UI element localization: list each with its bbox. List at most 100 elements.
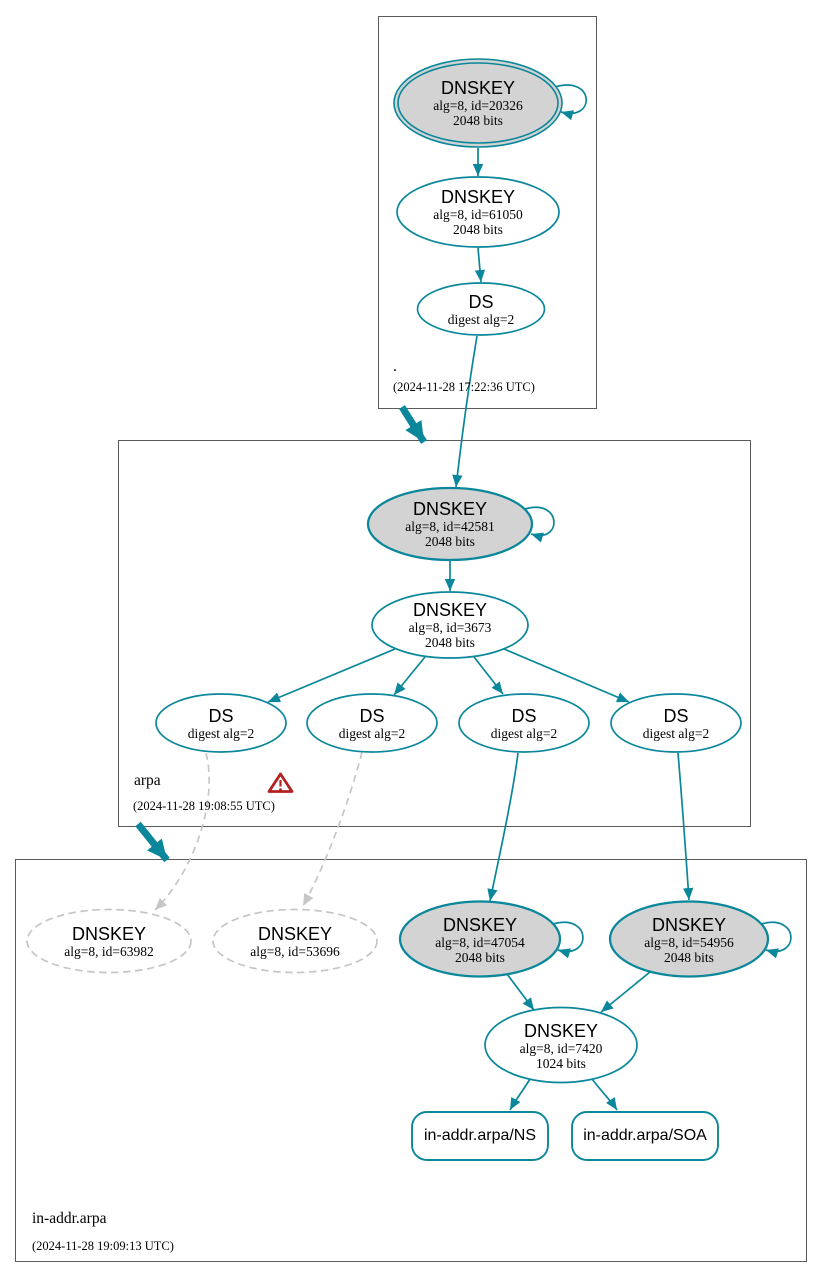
- node-meta: alg=8, id=3673: [408, 620, 492, 635]
- dnskey-7420-label: DNSKEY alg=8, id=7420 1024 bits: [485, 1008, 637, 1083]
- edge-arpa-zsk-ds4: [503, 648, 630, 703]
- root-ds-ellipse: [416, 282, 546, 336]
- edge-root-ksk-selfloop: [554, 84, 587, 121]
- dnskey-61050-label: DNSKEY alg=8, id=61050 2048 bits: [397, 177, 559, 247]
- edge-ds4-dnskey54956: [677, 752, 694, 901]
- node-title: DNSKEY: [651, 914, 727, 935]
- edge-54956-7420: [600, 971, 651, 1013]
- node-bits: 2048 bits: [453, 113, 503, 128]
- node-meta: digest alg=2: [642, 725, 710, 741]
- edge-arpa-ksk-selfloop: [524, 506, 555, 543]
- edge-54956-selfloop: [760, 921, 792, 959]
- arpa-ds2-ellipse: [306, 693, 438, 753]
- node-meta: alg=8, id=63982: [64, 944, 154, 959]
- edge-7420-ns: [509, 1078, 531, 1111]
- edge-zone-arpa-inaddr: [135, 821, 170, 863]
- root-ds-label: DS digest alg=2: [417, 283, 545, 335]
- edge-ds3-dnskey47054: [487, 752, 519, 902]
- node-meta: alg=8, id=61050: [433, 207, 523, 222]
- dnskey-63982-label: DNSKEY alg=8, id=63982: [27, 910, 191, 973]
- node-title: DS: [468, 291, 494, 312]
- edge-root-ds-arpa-ksk: [452, 335, 478, 488]
- arpa-ds3-label: DS digest alg=2: [459, 694, 589, 752]
- node-title: DNSKEY: [412, 600, 488, 620]
- dnskey-53696-ellipse: [212, 908, 378, 974]
- edge-ds1-dnskey63982: [154, 752, 210, 911]
- arpa-ds1-label: DS digest alg=2: [156, 694, 286, 752]
- dnskey-20326-ellipse: [393, 58, 563, 148]
- node-title: DS: [359, 705, 385, 726]
- edge-47054-selfloop: [552, 921, 584, 959]
- edge-47054-7420: [506, 973, 535, 1011]
- arpa-ds3-ellipse: [458, 693, 590, 753]
- node-title: DNSKEY: [442, 914, 518, 935]
- inaddr-soa-label: in-addr.arpa/SOA: [572, 1112, 718, 1160]
- node-meta: alg=8, id=53696: [250, 944, 340, 959]
- zone-box-in-addr-arpa: [15, 859, 807, 1262]
- dnskey-53696-label: DNSKEY alg=8, id=53696: [213, 910, 377, 973]
- zone-name-root: .: [393, 358, 397, 375]
- node-title: DNSKEY: [257, 924, 333, 944]
- rrset-label: in-addr.arpa/NS: [423, 1127, 537, 1144]
- edge-arpa-zsk-ds3: [473, 656, 504, 695]
- arpa-ds2-label: DS digest alg=2: [307, 694, 437, 752]
- zone-box-arpa: [118, 440, 751, 827]
- rrset-label: in-addr.arpa/SOA: [583, 1127, 707, 1144]
- node-meta: alg=8, id=47054: [435, 934, 525, 950]
- zone-timestamp-arpa: (2024-11-28 19:08:55 UTC): [133, 799, 275, 813]
- inaddr-ns-rect: [411, 1111, 549, 1161]
- zone-name-in-addr-arpa: in-addr.arpa: [32, 1210, 107, 1227]
- dnskey-61050-ellipse: [396, 176, 560, 248]
- dnskey-42581-ellipse: [366, 486, 534, 562]
- node-bits: 2048 bits: [455, 949, 505, 965]
- node-bits: 2048 bits: [425, 534, 475, 549]
- warning-icon: [267, 772, 294, 793]
- node-title: DNSKEY: [523, 1020, 599, 1041]
- edge-root-zsk-ds: [474, 247, 486, 283]
- dnskey-3673-ellipse: [371, 591, 529, 659]
- node-meta: digest alg=2: [490, 725, 558, 741]
- zone-timestamp-in-addr-arpa: (2024-11-28 19:09:13 UTC): [32, 1239, 174, 1253]
- zone-box-root: [378, 16, 597, 409]
- node-title: DS: [208, 705, 234, 726]
- node-bits: 2048 bits: [664, 949, 714, 965]
- node-bits: 2048 bits: [425, 635, 475, 650]
- dnskey-54956-ellipse: [608, 900, 770, 978]
- node-title: DS: [663, 705, 689, 726]
- arpa-ds1-ellipse: [155, 693, 287, 753]
- dnskey-54956-label: DNSKEY alg=8, id=54956 2048 bits: [610, 902, 768, 977]
- node-title: DNSKEY: [440, 187, 516, 207]
- arpa-ds4-ellipse: [610, 693, 742, 753]
- dnskey-47054-ellipse: [398, 900, 562, 978]
- node-meta: alg=8, id=7420: [519, 1040, 603, 1056]
- node-title: DNSKEY: [440, 78, 516, 98]
- edge-arpa-zsk-ds1: [267, 648, 396, 703]
- dnskey-3673-label: DNSKEY alg=8, id=3673 2048 bits: [372, 592, 528, 658]
- dnskey-42581-label: DNSKEY alg=8, id=42581 2048 bits: [368, 488, 532, 560]
- edge-zone-root-arpa: [399, 405, 427, 444]
- node-meta: digest alg=2: [447, 311, 515, 327]
- node-meta: alg=8, id=42581: [405, 519, 495, 534]
- dnskey-20326-inner-ring: [397, 62, 559, 144]
- node-title: DNSKEY: [412, 499, 488, 519]
- node-title: DNSKEY: [71, 924, 147, 944]
- node-title: DS: [511, 705, 537, 726]
- dnskey-63982-ellipse: [26, 908, 192, 974]
- arpa-ds4-label: DS digest alg=2: [611, 694, 741, 752]
- dnskey-20326-label: DNSKEY alg=8, id=20326 2048 bits: [394, 59, 562, 147]
- dnskey-7420-ellipse: [484, 1006, 638, 1084]
- dnskey-47054-label: DNSKEY alg=8, id=47054 2048 bits: [400, 902, 560, 977]
- node-bits: 1024 bits: [536, 1055, 586, 1071]
- edge-7420-soa: [591, 1078, 618, 1111]
- node-meta: alg=8, id=54956: [644, 934, 734, 950]
- node-bits: 2048 bits: [453, 222, 503, 237]
- edge-ds2-dnskey53696: [302, 751, 363, 907]
- zone-timestamp-root: (2024-11-28 17:22:36 UTC): [393, 380, 535, 394]
- inaddr-ns-label: in-addr.arpa/NS: [412, 1112, 548, 1160]
- edge-arpa-zsk-ds2: [393, 656, 426, 696]
- node-meta: digest alg=2: [187, 725, 255, 741]
- zone-name-arpa: arpa: [134, 772, 161, 789]
- node-meta: alg=8, id=20326: [433, 98, 523, 113]
